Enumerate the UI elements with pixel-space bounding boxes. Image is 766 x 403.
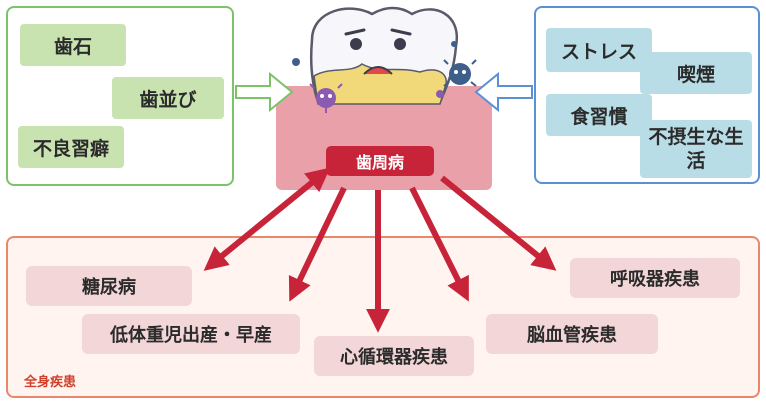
bacteria-dot-icon	[451, 41, 457, 47]
factor-teeth-alignment: 歯並び	[112, 77, 224, 119]
bacteria-dot-icon	[292, 58, 300, 66]
factor-bad-habits: 不良習癖	[18, 126, 124, 168]
disease-low-birth-weight: 低体重児出産・早産	[82, 314, 300, 354]
factor-stress: ストレス	[546, 28, 652, 72]
tooth-icon	[310, 6, 459, 105]
disease-diabetes: 糖尿病	[26, 266, 192, 306]
disease-respiratory: 呼吸器疾患	[570, 258, 740, 298]
disease-cardiovascular: 心循環器疾患	[314, 336, 474, 376]
arrow-left-icon	[235, 71, 294, 113]
disease-cerebrovascular: 脳血管疾患	[486, 314, 658, 354]
arrow-respiratory	[440, 175, 557, 271]
bacteria-icon	[443, 59, 477, 87]
arrow-cerebrovascular	[409, 186, 469, 302]
factor-unhealthy-life: 不摂生な生活	[640, 120, 752, 178]
systemic-diseases-label: 全身疾患	[24, 375, 77, 390]
factor-smoking: 喫煙	[640, 52, 752, 94]
arrow-right-icon	[474, 71, 533, 113]
factor-diet: 食習慣	[546, 94, 652, 136]
arrow-low-birth-weight	[288, 186, 347, 302]
periodontal-disease-label: 歯周病	[326, 146, 434, 176]
bacteria-dot-icon	[436, 90, 444, 98]
bacteria-icon	[309, 83, 343, 113]
arrow-diabetes	[203, 167, 331, 271]
factor-tartar: 歯石	[20, 24, 126, 66]
